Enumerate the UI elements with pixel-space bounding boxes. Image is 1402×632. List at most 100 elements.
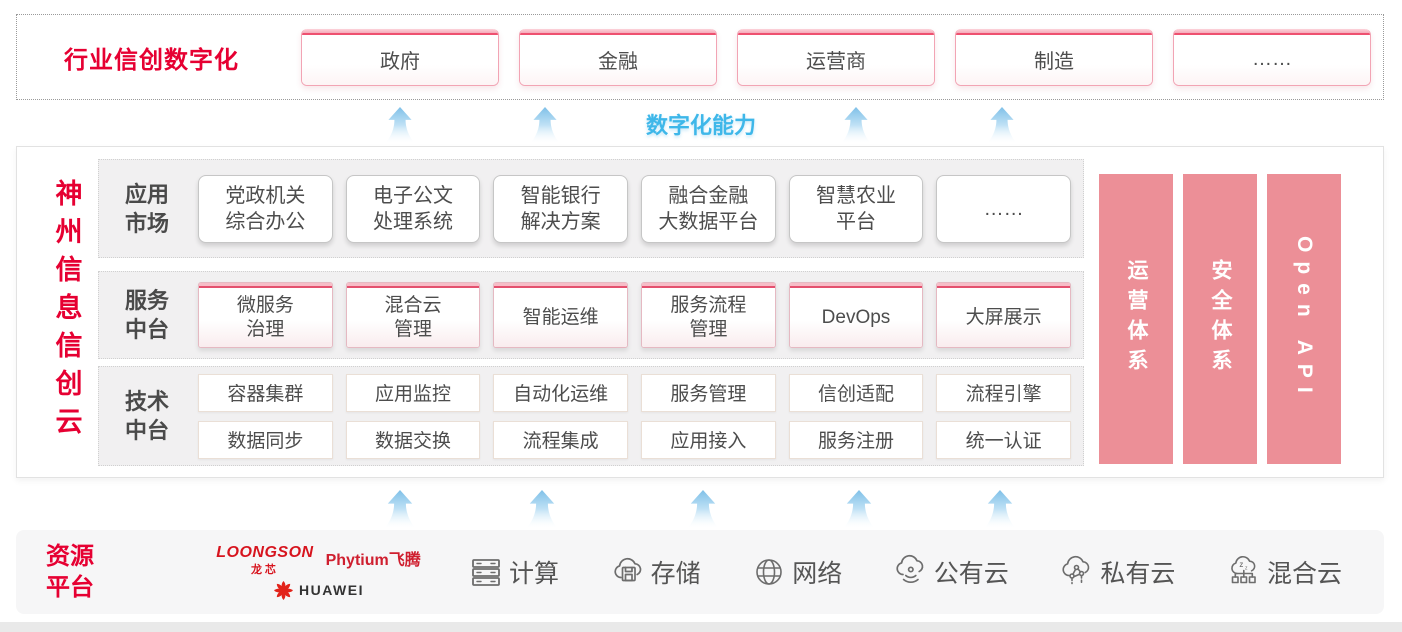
up-arrow-icon <box>987 107 1017 143</box>
tech-box-grid: 容器集群 应用监控 自动化运维 服务管理 信创适配 流程引擎 数据同步 数据交换… <box>198 373 1071 459</box>
industry-box-label: 制造 <box>956 34 1152 85</box>
app-box: 电子公文 处理系统 <box>345 174 481 243</box>
industry-box-manufacturing: 制造 <box>955 28 1153 86</box>
industry-box-label: 金融 <box>520 34 716 85</box>
service-box: DevOps <box>788 282 924 348</box>
service-box-accent <box>346 283 480 288</box>
digital-capability-label: 数字化能力 <box>645 113 756 138</box>
service-box-accent <box>494 283 627 288</box>
industry-box-list: 政府 金融 运营商 制造 …… <box>301 28 1371 86</box>
pillar-open-api: Open API <box>1267 174 1341 464</box>
tech-box: 服务注册 <box>788 420 924 459</box>
service-box-accent <box>789 283 923 288</box>
resource-item-storage: 存储 <box>610 554 701 590</box>
resource-platform-panel: 资源 平台 LOONGSON 龙芯 Phytium飞腾 <box>16 530 1384 614</box>
private-cloud-icon <box>1062 556 1090 585</box>
app-box: 智能银行 解决方案 <box>493 174 628 243</box>
industry-box-accent <box>956 28 1152 35</box>
industry-box-finance: 金融 <box>519 28 717 86</box>
tech-box: 自动化运维 <box>493 373 628 412</box>
app-box-list: 党政机关 综合办公 电子公文 处理系统 智能银行 解决方案 融合金融 大数据平台… <box>198 174 1071 243</box>
up-arrow-icon <box>843 490 875 528</box>
service-box-list: 微服务 治理 混合云 管理 智能运维 服务流程 管理 DevOps 大屏展示 <box>198 282 1071 348</box>
industry-box-label: …… <box>1174 34 1370 85</box>
bottom-divider-bar <box>0 622 1402 632</box>
resource-item-public-cloud: 公有云 <box>893 554 1009 590</box>
service-box-label: 大屏展示 <box>937 288 1070 347</box>
tech-box: 容器集群 <box>198 373 333 412</box>
resource-item-network: 网络 <box>751 554 842 590</box>
tech-box: 流程集成 <box>493 420 628 459</box>
industry-box-more: …… <box>1173 28 1371 86</box>
industry-box-label: 运营商 <box>738 34 934 85</box>
app-box: 党政机关 综合办公 <box>198 174 333 243</box>
industry-box-accent <box>1174 28 1370 35</box>
service-box-label: 混合云 管理 <box>346 288 480 347</box>
tech-row-label: 技术 中台 <box>124 389 169 443</box>
industry-box-accent <box>302 28 498 35</box>
tech-box: 流程引擎 <box>936 373 1071 412</box>
resource-item-label: 计算 <box>509 560 560 588</box>
public-cloud-icon <box>896 554 924 584</box>
resource-item-label: 网络 <box>792 560 843 588</box>
service-box-label: 服务流程 管理 <box>642 288 775 347</box>
tech-box: 统一认证 <box>936 420 1071 459</box>
service-box: 大屏展示 <box>936 282 1071 348</box>
industry-box-accent <box>738 28 934 35</box>
pillar-security-system: 安全体系 <box>1183 174 1257 464</box>
app-box-more: …… <box>936 174 1071 243</box>
service-box: 混合云 管理 <box>345 282 481 348</box>
service-middle-platform-row: 服务 中台 微服务 治理 混合云 管理 智能运维 服务流程 管理 DevOps … <box>98 271 1084 359</box>
up-arrow-icon <box>984 490 1016 528</box>
tech-box: 数据交换 <box>345 420 481 459</box>
service-row-label: 服务 中台 <box>124 288 169 342</box>
svg-text:z: z <box>1245 566 1248 572</box>
tech-box: 数据同步 <box>198 420 333 459</box>
up-arrow-icon <box>384 490 416 528</box>
up-arrow-icon <box>687 490 719 528</box>
up-arrow-icon <box>526 490 558 528</box>
vendor-logos: LOONGSON 龙芯 Phytium飞腾 <box>201 544 436 601</box>
loongson-logo: LOONGSON 龙芯 <box>216 544 313 577</box>
loongson-logo-text: LOONGSON <box>216 543 314 561</box>
industry-box-government: 政府 <box>301 28 499 86</box>
app-market-row: 应用 市场 党政机关 综合办公 电子公文 处理系统 智能银行 解决方案 融合金融… <box>98 159 1084 258</box>
huawei-logo: HUAWEI <box>273 580 364 601</box>
tech-middle-platform-row: 技术 中台 容器集群 应用监控 自动化运维 服务管理 信创适配 流程引擎 数据同… <box>98 366 1084 466</box>
service-box-accent <box>199 283 332 288</box>
huawei-logo-text: HUAWEI <box>299 582 364 598</box>
svg-text:Z: Z <box>1239 563 1243 569</box>
resource-item-label: 公有云 <box>933 560 1009 588</box>
resource-item-label: 混合云 <box>1266 560 1342 588</box>
service-box: 服务流程 管理 <box>641 282 776 348</box>
up-arrow-icon <box>841 107 871 143</box>
service-box-label: 微服务 治理 <box>199 288 332 347</box>
industry-digitalization-panel: 行业信创数字化 政府 金融 运营商 制造 …… <box>16 14 1384 100</box>
industry-box-operator: 运营商 <box>737 28 935 86</box>
resource-item-list: 计算 存储 <box>468 554 1342 590</box>
service-box: 微服务 治理 <box>198 282 333 348</box>
resource-item-label: 存储 <box>650 560 701 588</box>
service-box-label: 智能运维 <box>494 288 627 347</box>
industry-box-label: 政府 <box>302 34 498 85</box>
hybrid-cloud-icon: Z z <box>1231 555 1256 584</box>
service-box-accent <box>642 283 775 288</box>
pillar-operation-system: 运营体系 <box>1099 174 1173 464</box>
resource-item-hybrid-cloud: Z z 混合云 <box>1226 554 1342 590</box>
app-box: 融合金融 大数据平台 <box>641 174 776 243</box>
resource-platform-title: 资源 平台 <box>46 543 94 601</box>
platform-title: 神州信息信创云 <box>51 179 82 445</box>
tech-box: 信创适配 <box>788 373 924 412</box>
cloud-platform-panel: 神州信息信创云 应用 市场 党政机关 综合办公 电子公文 处理系统 智能银行 解… <box>16 146 1384 478</box>
compute-icon <box>472 559 500 586</box>
industry-panel-title: 行业信创数字化 <box>64 46 239 74</box>
loongson-logo-cn: 龙芯 <box>250 563 279 576</box>
service-box-label: DevOps <box>789 288 923 347</box>
network-icon <box>756 559 782 585</box>
resource-item-private-cloud: 私有云 <box>1059 554 1175 590</box>
resource-item-label: 私有云 <box>1100 560 1176 588</box>
app-box: 智慧农业 平台 <box>788 174 924 243</box>
vendor-logos-top: LOONGSON 龙芯 Phytium飞腾 <box>216 544 420 577</box>
app-market-label: 应用 市场 <box>124 181 169 236</box>
